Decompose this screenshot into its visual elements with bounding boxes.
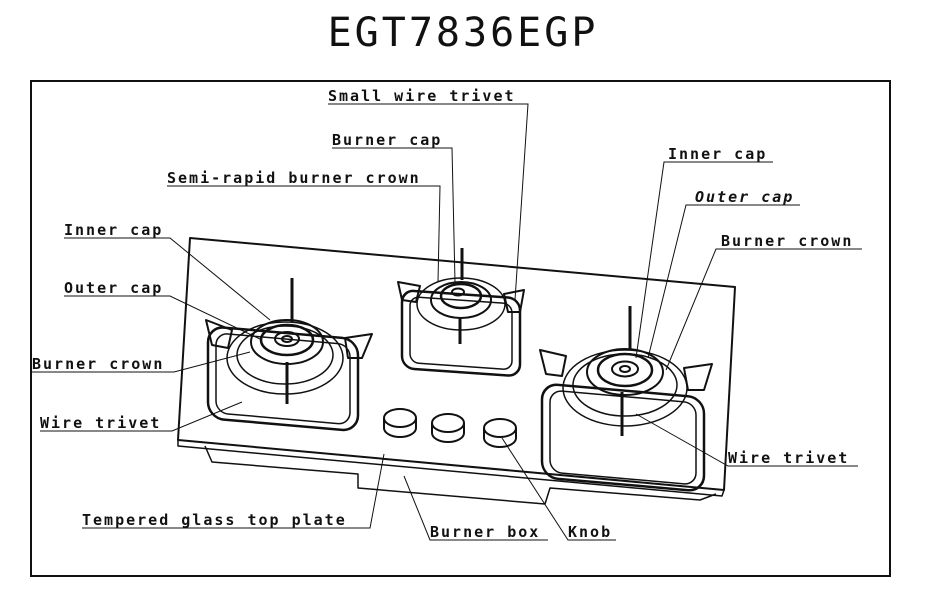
label-left-burner-crown: Burner crown bbox=[32, 355, 165, 373]
label-small-wire-trivet: Small wire trivet bbox=[328, 87, 516, 105]
center-burner bbox=[397, 248, 525, 377]
label-right-burner-crown: Burner crown bbox=[721, 232, 854, 250]
control-knobs bbox=[383, 408, 517, 448]
glass-plate-edge bbox=[177, 440, 725, 497]
left-burner bbox=[205, 278, 373, 432]
label-knob: Knob bbox=[568, 523, 613, 541]
label-semi-rapid-burner-crown: Semi-rapid burner crown bbox=[167, 169, 421, 187]
left-inner-cap bbox=[274, 331, 300, 347]
label-right-outer-cap: Outer cap bbox=[695, 188, 795, 206]
label-burner-box: Burner box bbox=[430, 523, 541, 541]
right-outer-cap bbox=[596, 352, 654, 388]
right-wire-trivet bbox=[540, 383, 706, 492]
label-right-wire-trivet: Wire trivet bbox=[728, 449, 850, 467]
leader-lines bbox=[32, 103, 862, 541]
label-tempered-glass-top-plate: Tempered glass top plate bbox=[82, 511, 347, 529]
label-right-inner-cap: Inner cap bbox=[668, 145, 768, 163]
burner-box-outline bbox=[204, 445, 717, 505]
right-burner-crown bbox=[586, 348, 664, 396]
right-inner-cap bbox=[611, 360, 639, 378]
center-burner-cap bbox=[439, 282, 483, 310]
label-left-inner-cap: Inner cap bbox=[64, 221, 164, 239]
right-burner bbox=[539, 306, 713, 492]
label-center-burner-cap: Burner cap bbox=[332, 131, 443, 149]
diagram-frame bbox=[30, 80, 891, 577]
diagram-title: EGT7836EGP bbox=[327, 10, 599, 56]
label-left-outer-cap: Outer cap bbox=[64, 279, 164, 297]
label-left-wire-trivet: Wire trivet bbox=[40, 414, 162, 432]
